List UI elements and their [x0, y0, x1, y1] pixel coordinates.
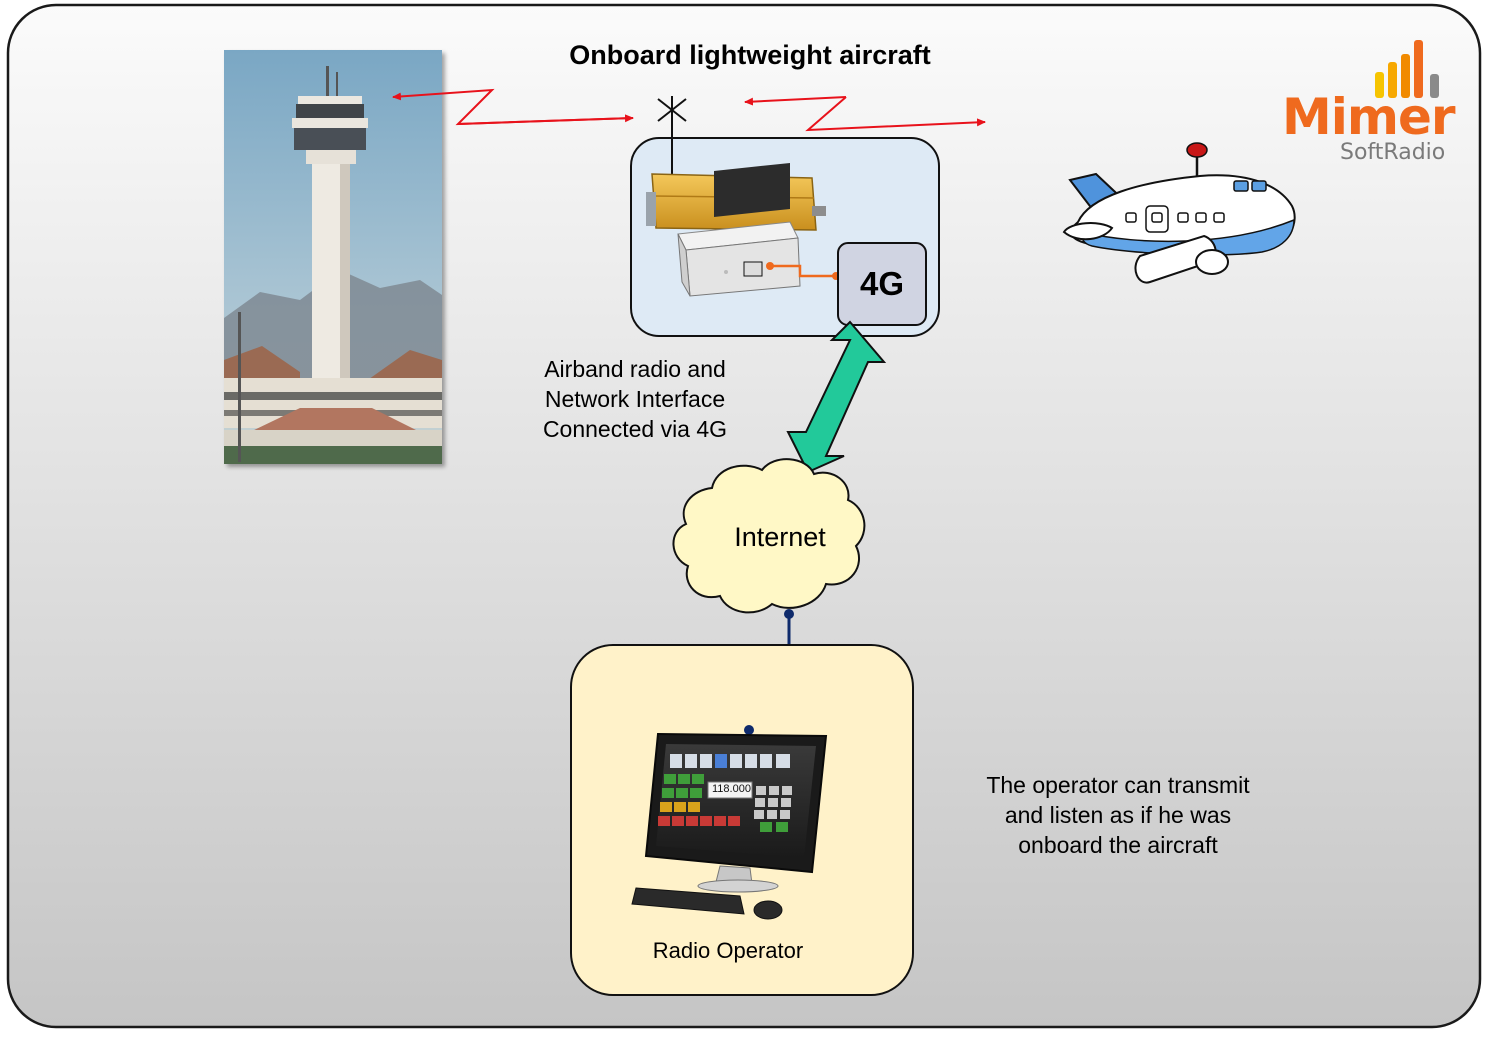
- aircraft-icon: [1062, 142, 1296, 284]
- radio-link-tower-to-radio: [392, 88, 634, 126]
- frequency-readout: 118.000: [712, 783, 751, 795]
- operator-computer: [631, 732, 828, 920]
- radio-link-radio-to-aircraft: [744, 96, 986, 132]
- control-tower-photo: [224, 50, 442, 464]
- operator-caption-line: onboard the aircraft: [1018, 832, 1218, 858]
- internet-label: Internet: [734, 522, 826, 552]
- 4g-badge-label: 4G: [859, 265, 905, 302]
- diagram-title: Onboard lightweight aircraft: [569, 40, 931, 70]
- operator-caption-line: The operator can transmit: [986, 772, 1250, 798]
- mimer-logo-text: Mimer: [1282, 88, 1456, 146]
- radio-caption-line: Network Interface: [544, 386, 726, 412]
- radio-caption-line: Connected via 4G: [542, 416, 728, 442]
- internet-cloud: [672, 458, 866, 614]
- radio-interface-caption: Airband radio and Network Interface Conn…: [520, 354, 750, 444]
- network-interface-unit: [677, 162, 801, 297]
- network-connector-dot: [744, 725, 754, 735]
- radio-operator-label: Radio Operator: [652, 938, 804, 963]
- mimer-logo-icon: [1375, 40, 1439, 98]
- network-connector-dot: [784, 609, 794, 619]
- operator-caption: The operator can transmit and listen as …: [950, 770, 1286, 860]
- softradio-logo-text: SoftRadio: [1340, 140, 1446, 165]
- radio-caption-line: Airband radio and: [544, 356, 726, 382]
- operator-caption-line: and listen as if he was: [1004, 802, 1232, 828]
- 4g-badge: [837, 242, 927, 326]
